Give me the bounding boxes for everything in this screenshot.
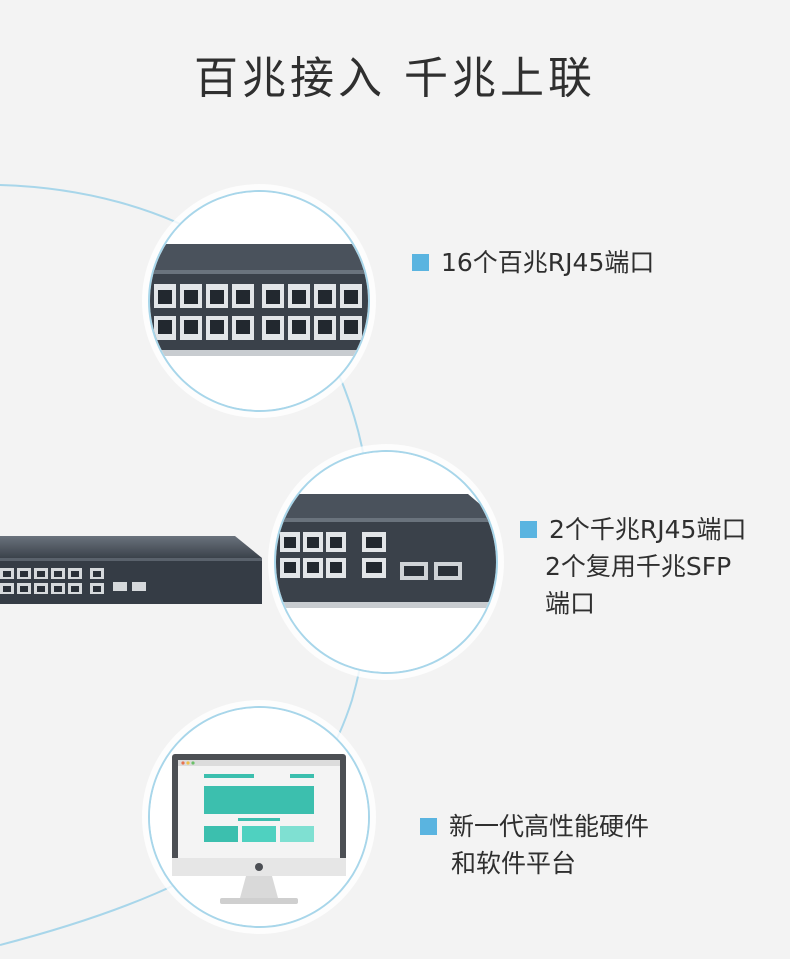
feature-text: 2个复用千兆SFP: [545, 552, 732, 581]
circle-rj45-closeup: [148, 190, 370, 412]
network-switch-front-icon: [0, 536, 262, 604]
feature-text: 端口: [545, 589, 596, 618]
feature-100m-ports: 16个百兆RJ45端口: [412, 244, 654, 281]
feature-text: 16个百兆RJ45端口: [441, 248, 655, 277]
gigabit-sfp-port-closeup-icon: [276, 452, 496, 672]
bullet-square-icon: [412, 253, 429, 271]
bullet-square-icon: [520, 520, 537, 538]
feature-platform: 新一代高性能硬件 和软件平台: [420, 808, 649, 882]
bullet-square-icon: [420, 817, 437, 835]
feature-gigabit-ports: 2个千兆RJ45端口 2个复用千兆SFP 端口: [520, 511, 746, 622]
feature-text: 2个千兆RJ45端口: [549, 515, 747, 544]
circle-gigabit-sfp-closeup: [274, 450, 498, 674]
page-title: 百兆接入 千兆上联: [194, 53, 596, 104]
circle-monitor: [148, 706, 370, 928]
rj45-port-closeup-icon: [150, 192, 368, 410]
feature-text: 新一代高性能硬件: [449, 812, 650, 841]
monitor-webui-icon: [150, 708, 368, 926]
feature-text: 和软件平台: [451, 849, 577, 878]
